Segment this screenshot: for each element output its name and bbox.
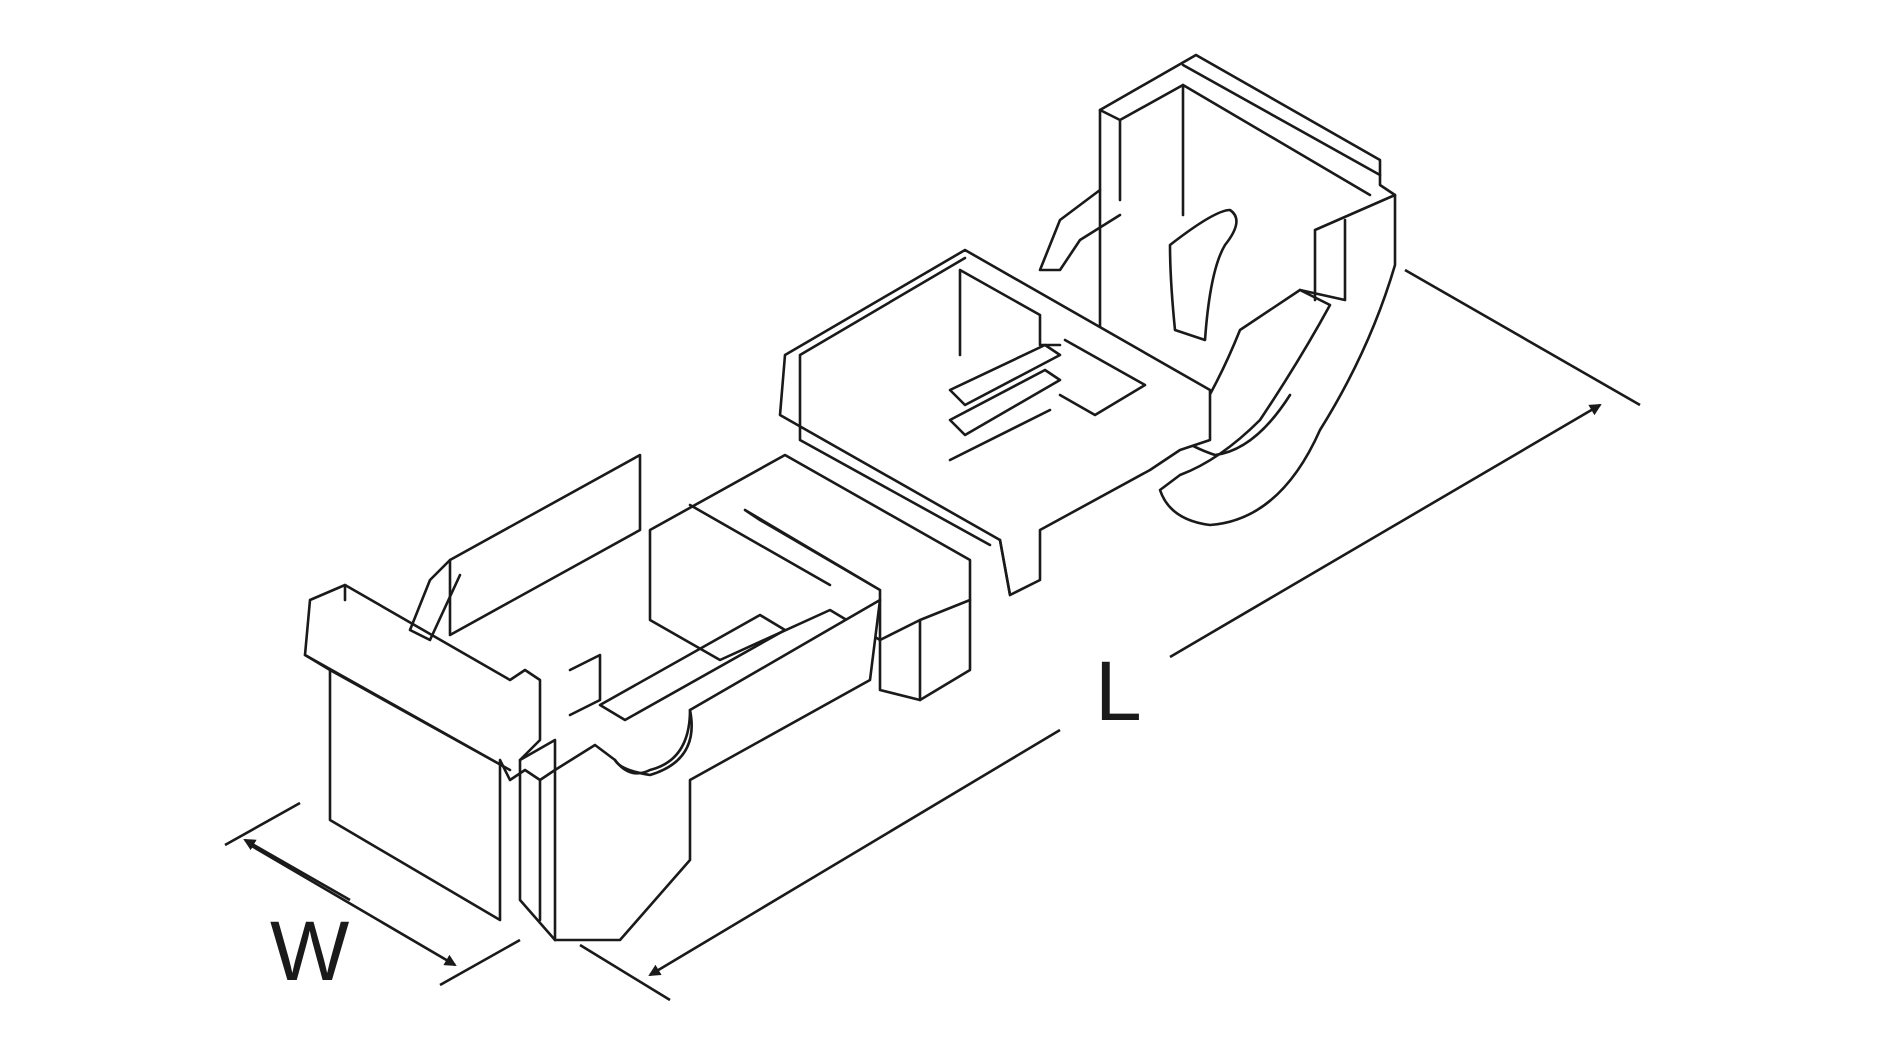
width-arrow-back: [243, 838, 351, 902]
length-label: L: [1095, 644, 1142, 738]
length-arrow-upper: [1169, 403, 1602, 659]
bridge-section: [648, 453, 972, 702]
connector-body: [303, 53, 1397, 942]
middle-section: [778, 248, 1212, 597]
length-extension-line-left: [579, 943, 671, 1002]
length-extension-line-right: [1404, 268, 1641, 407]
width-dimension: W: [224, 801, 521, 998]
width-extension-line-left: [224, 801, 301, 847]
width-label: W: [270, 904, 349, 998]
length-dimension: L: [579, 268, 1641, 1002]
width-arrow: [249, 843, 457, 967]
width-extension-line-right: [439, 938, 521, 987]
length-arrow-lower: [648, 728, 1061, 977]
left-end: [303, 453, 882, 942]
